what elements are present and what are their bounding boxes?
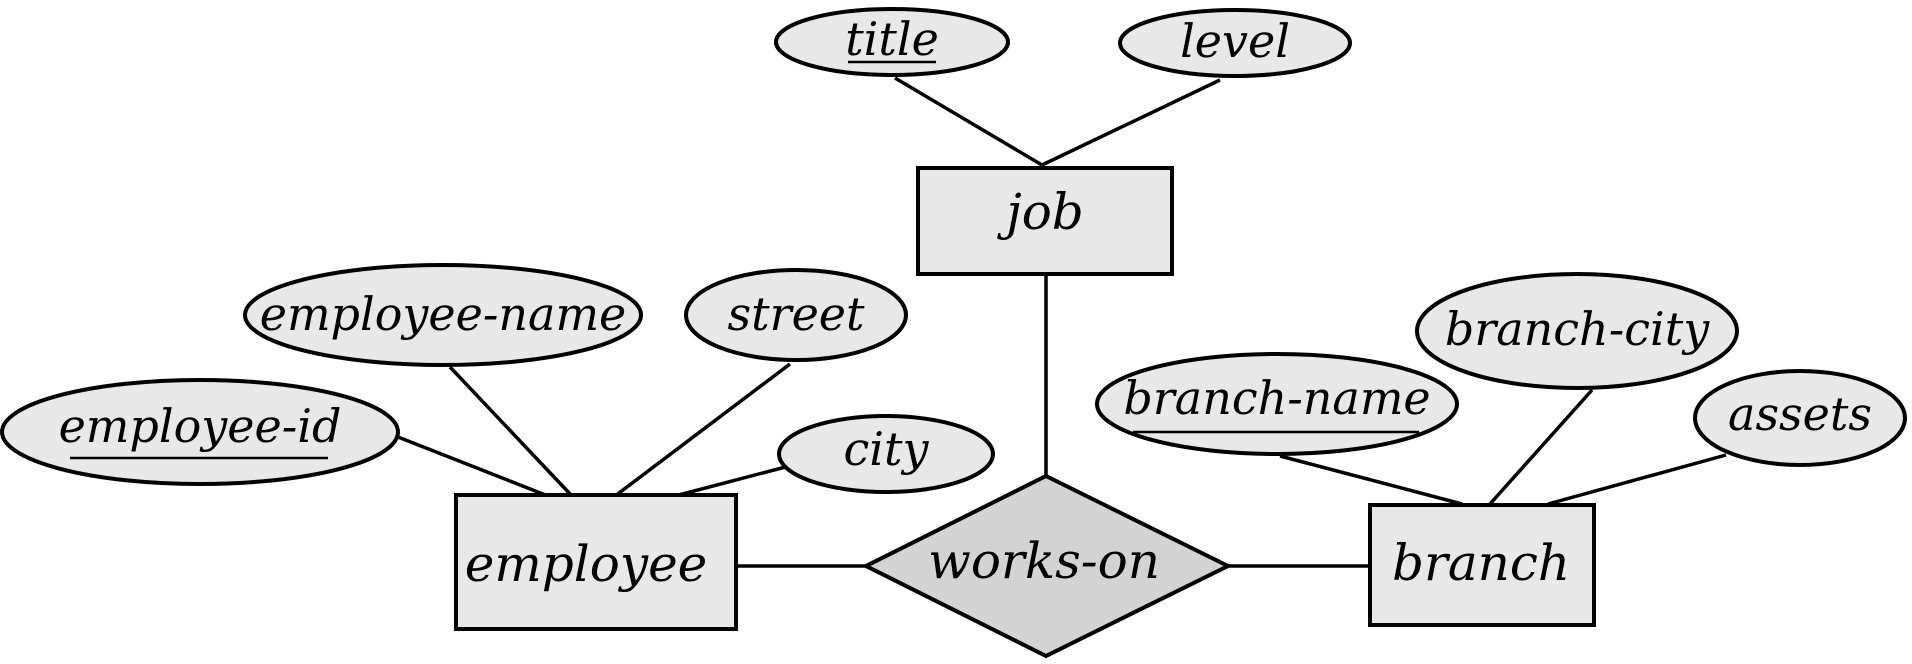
edge-assets-branch bbox=[1547, 453, 1727, 506]
attribute-assets bbox=[1693, 369, 1907, 467]
relationship-works-on-label: works-on bbox=[928, 532, 1160, 590]
edge-level-job bbox=[1041, 78, 1221, 167]
employee-group: employee-name street employee-id city em… bbox=[0, 263, 995, 631]
attribute-branch-city bbox=[1415, 272, 1739, 390]
connections bbox=[397, 76, 1727, 568]
attribute-level-label: level bbox=[1180, 14, 1290, 68]
attribute-employee-name-label: employee-name bbox=[260, 287, 627, 341]
edge-title-job bbox=[894, 76, 1043, 167]
entity-employee bbox=[454, 493, 738, 631]
entity-job-label: job bbox=[996, 183, 1084, 241]
job-group: title level job bbox=[774, 7, 1352, 276]
branch-group: branch-city branch-name assets branch bbox=[1095, 272, 1907, 627]
attribute-city-label: city bbox=[844, 422, 930, 476]
edge-employee-name-employee bbox=[448, 365, 574, 498]
edge-branch-name-branch bbox=[1279, 454, 1463, 506]
edge-branch-city-branch bbox=[1488, 388, 1594, 506]
entity-branch-label: branch bbox=[1392, 534, 1570, 592]
attribute-title-label: title bbox=[845, 12, 939, 66]
relationship-works-on bbox=[861, 473, 1233, 659]
entity-branch bbox=[1368, 503, 1596, 627]
attribute-title bbox=[774, 7, 1010, 77]
attribute-employee-name bbox=[243, 263, 643, 367]
edge-street-employee bbox=[613, 362, 792, 498]
entity-job bbox=[916, 166, 1174, 276]
attribute-assets-label: assets bbox=[1728, 387, 1872, 441]
attribute-city bbox=[777, 414, 995, 494]
relationship-group: works-on bbox=[861, 473, 1233, 659]
attribute-level bbox=[1118, 8, 1352, 78]
attribute-branch-name bbox=[1095, 352, 1459, 456]
entity-employee-label: employee bbox=[465, 535, 708, 593]
attribute-branch-name-label: branch-name bbox=[1123, 371, 1430, 425]
attribute-employee-id-label: employee-id bbox=[59, 399, 342, 453]
attribute-street-label: street bbox=[727, 287, 865, 341]
edge-employee-id-employee bbox=[397, 435, 549, 498]
attribute-street bbox=[684, 268, 908, 362]
attribute-branch-city-label: branch-city bbox=[1445, 302, 1710, 356]
